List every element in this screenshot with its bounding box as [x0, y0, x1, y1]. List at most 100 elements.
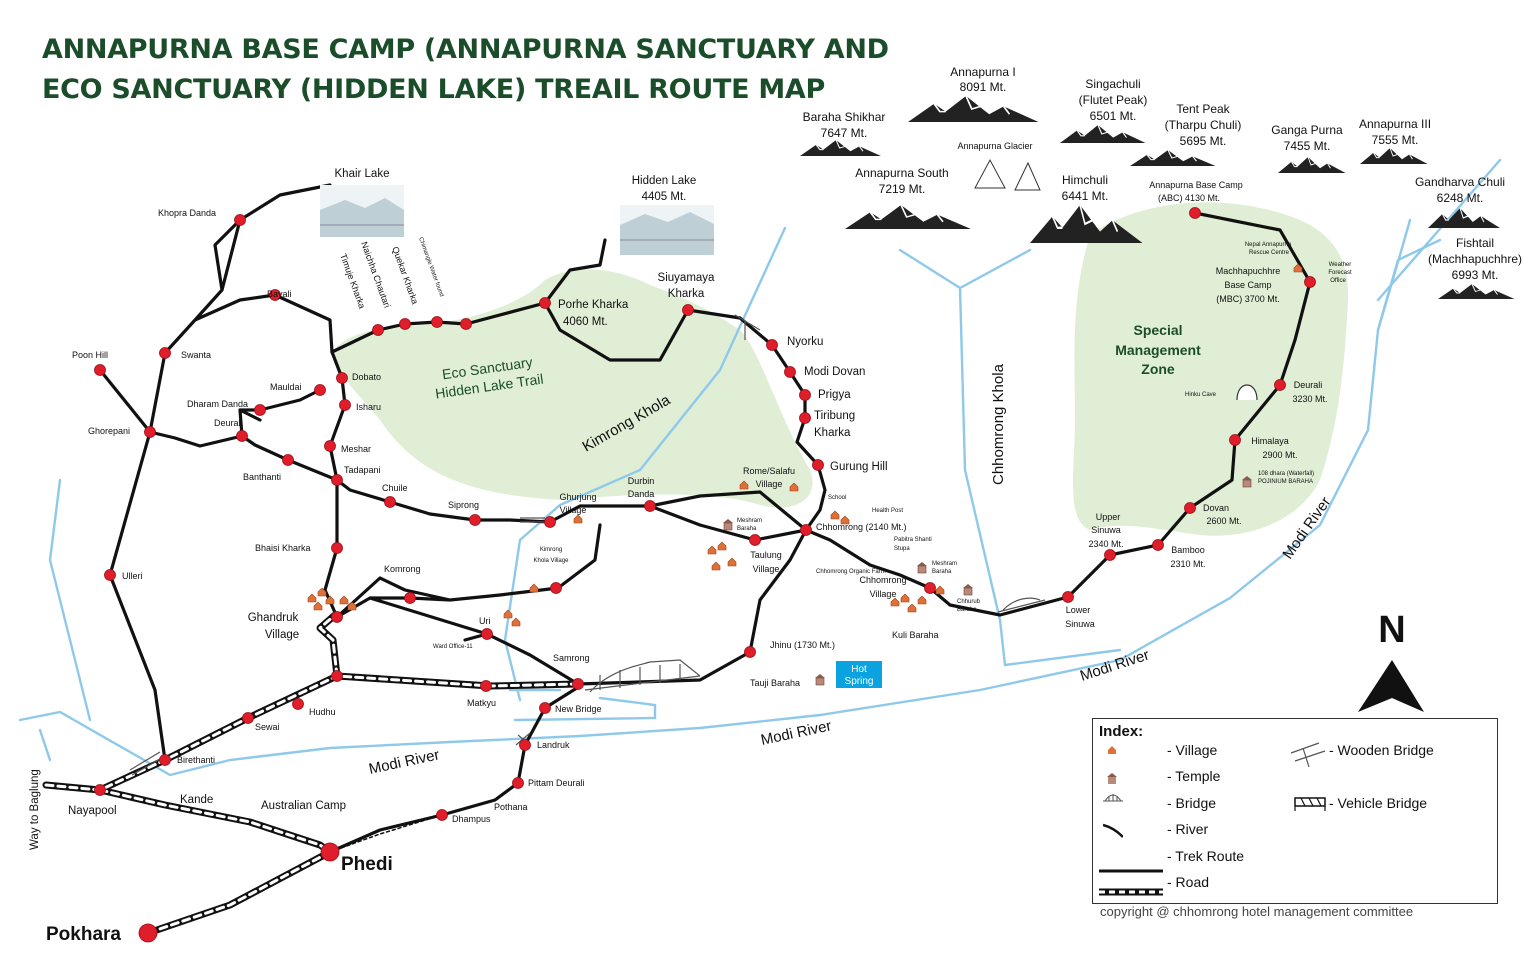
peaks-8-alt-label: 6248 Mt.	[1437, 191, 1484, 205]
places-organic-label: Chhomrong Organic Farm	[816, 569, 886, 575]
places-landruk-label: Landruk	[537, 740, 570, 750]
siuyamaya-kharka-marker	[682, 304, 694, 316]
ulleri-marker	[104, 569, 116, 581]
legend-trek: - Trek Route	[1167, 848, 1245, 864]
dharam-danda-marker	[254, 404, 266, 416]
places-dovan2-label: 2600 Mt.	[1206, 516, 1241, 526]
legend-wooden-bridge: - Wooden Bridge	[1329, 742, 1434, 758]
places-himalaya2-label: 2900 Mt.	[1262, 450, 1297, 460]
pokhara-marker	[138, 923, 158, 943]
places-durbin1-label: Durbin	[628, 476, 655, 486]
gurung-hill-marker	[812, 459, 824, 471]
peaks-3-alt-label: 5695 Mt.	[1180, 134, 1227, 148]
meshar-marker	[324, 440, 336, 452]
places-durbin2-label: Danda	[628, 489, 655, 499]
naichha-chautari-marker	[399, 318, 411, 330]
places-dhara1-label: 108 dhara (Waterfall)	[1258, 471, 1314, 477]
places-health-label: Health Post	[872, 508, 903, 514]
bhaisi-kharka-marker	[331, 542, 343, 554]
kimrong-khola-village-marker	[550, 582, 562, 594]
nayapool-marker	[94, 784, 106, 796]
durbin-danda-marker	[644, 500, 656, 512]
swanta-marker	[159, 347, 171, 359]
places-pabitra2-label: Stupa	[894, 546, 910, 552]
places-rome2-label: Village	[756, 479, 783, 489]
places-ulleri-label: Ulleri	[122, 571, 143, 581]
places-chhurub1-label: Chhurub	[957, 599, 981, 605]
hidden-lake-icon	[620, 205, 714, 255]
river-legend-icon	[1103, 823, 1123, 838]
komrong-marker	[404, 592, 416, 604]
legend-temple: - Temple	[1167, 768, 1221, 784]
places-ghurjung2-label: Village	[560, 505, 587, 515]
rivers-modi-label: Modi River	[759, 717, 833, 749]
dovan-marker	[1184, 502, 1196, 514]
special-management-zone	[1073, 202, 1349, 536]
himalaya-marker	[1229, 434, 1241, 446]
samrong-marker	[572, 678, 584, 690]
places-khopra-danda-label: Khopra Danda	[158, 208, 216, 218]
north-label: N	[1378, 609, 1405, 651]
lakes-hidden-label: Hidden Lake	[632, 175, 697, 187]
deurali-east-marker	[1274, 379, 1286, 391]
dhampus-marker	[436, 809, 448, 821]
places-dharam-danda-label: Dharam Danda	[187, 399, 248, 409]
legend-village: - Village	[1167, 742, 1218, 758]
ghurjung-village-marker	[544, 516, 556, 528]
places-pothana-label: Pothana	[494, 802, 528, 812]
places-modi-dovan-label: Modi Dovan	[804, 366, 865, 378]
taulung-village-marker	[749, 534, 761, 546]
legend-road-icon	[1099, 869, 1163, 896]
places-poon-hill-label: Poon Hill	[72, 350, 108, 360]
peaks-9-alt-label: 6993 Mt.	[1452, 268, 1499, 282]
places-weather3-label: Office	[1330, 278, 1346, 284]
places-school-label: School	[828, 495, 846, 501]
places-kuli-label: Kuli Baraha	[892, 630, 939, 640]
places-mbc1-label: Machhapuchhre	[1216, 266, 1281, 276]
village-icon	[1108, 746, 1116, 754]
places-siprong-label: Siprong	[448, 500, 479, 510]
peaks-3-sub-label: (Tharpu Chuli)	[1165, 118, 1242, 132]
nyorku-marker	[766, 339, 778, 351]
places-phedi-label: Phedi	[341, 854, 393, 875]
peaks-1-alt-label: 7647 Mt.	[821, 126, 868, 140]
vehicle-bridge-icon	[1294, 797, 1326, 811]
places-lower2-label: Sinuwa	[1065, 619, 1095, 629]
places-bhaisi-label: Bhaisi Kharka	[255, 543, 311, 553]
places-gurung-hill-label: Gurung Hill	[830, 461, 888, 473]
places-chimangle-label: Chimangle Water found	[417, 237, 444, 298]
places-chhomrong-v1-label: Chhomrong	[859, 575, 906, 585]
chhomrong-village-marker	[924, 582, 936, 594]
upper-sinuwa-marker	[1104, 549, 1116, 561]
places-pabitra1-label: Pabitra Shanti	[894, 537, 932, 543]
peaks-0-name-label: Annapurna I	[950, 65, 1015, 79]
sewai-marker	[242, 712, 254, 724]
places-upper2-label: Sinuwa	[1091, 525, 1121, 535]
places-himalaya1-label: Himalaya	[1251, 436, 1289, 446]
places-tiribung1-label: Tiribung	[814, 410, 855, 422]
places-rome1-label: Rome/Salafu	[743, 466, 795, 476]
places-deurali-w-label: Deurali	[214, 418, 243, 428]
peaks-5-alt-label: 7555 Mt.	[1372, 133, 1419, 147]
khopra-danda-marker	[234, 214, 246, 226]
places-ghandruk1-label: Ghandruk	[248, 612, 299, 624]
places-kimrong2-label: Khola Village	[534, 558, 570, 564]
trail-stops	[94, 207, 1316, 943]
mauldai-marker	[314, 384, 326, 396]
places-new-bridge-label: New Bridge	[555, 704, 602, 714]
porhe-kharka-marker	[539, 297, 551, 309]
places-siuyamaya1-label: Siuyamaya	[658, 272, 715, 284]
hot-spring-label-2: Spring	[845, 676, 874, 687]
places-jhinu-label: Jhinu (1730 Mt.)	[770, 640, 835, 650]
legend-icons-left	[1103, 746, 1123, 838]
places-tauji-label: Tauji Baraha	[750, 678, 800, 688]
ghorepani-marker	[144, 426, 156, 438]
legend-river: - River	[1167, 821, 1209, 837]
places-upper1-label: Upper	[1096, 512, 1121, 522]
places-chhomrong-label: Chhomrong (2140 Mt.)	[816, 522, 907, 532]
peaks-2-name-label: Singachuli	[1085, 77, 1140, 91]
tiribung-kharka-marker	[799, 412, 811, 424]
landruk-marker	[519, 739, 531, 751]
eco-sanctuary-zone	[332, 269, 813, 508]
